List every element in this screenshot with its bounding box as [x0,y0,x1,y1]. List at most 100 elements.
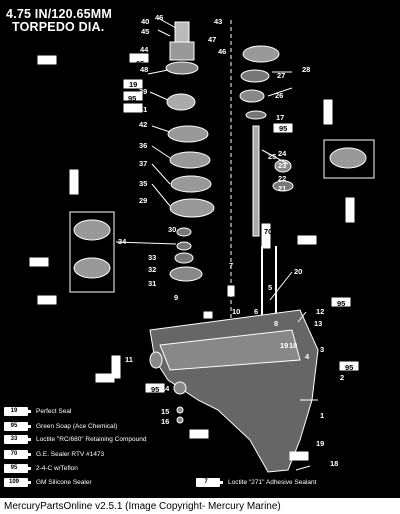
callout-label: 7 [229,261,234,270]
callout-box [69,211,115,293]
callout-label: 4 [305,352,310,361]
leader-line [115,241,177,245]
sealant-tube-icon: 109 [4,477,31,487]
plate-part [170,175,212,193]
callout-label: 10 [232,307,241,316]
sealant-tube-icon: 33 [4,434,31,444]
sealant-tube-icon [297,235,317,245]
sealant-tube-icon [123,91,143,101]
callout-label: 16 [161,417,170,426]
callout-label: 26 [275,91,284,100]
callout-label: 95 [337,299,346,308]
callout-label: 44 [140,45,149,54]
callout-label: 42 [139,120,148,129]
callout-label: 46 [155,13,164,22]
callout-label: 46 [218,47,227,56]
leader-line [151,125,171,133]
sealant-tube-icon: 7 [196,477,223,487]
callout-label: 17 [276,113,285,122]
pump-cover-part [174,21,190,43]
plug-part [173,381,187,395]
callout-label: 11 [125,355,133,364]
plate-part [169,151,211,169]
callout-label: 3 [320,345,325,354]
callout-label: 2 [340,373,345,382]
legend-item: 95 Green Soap (Ace Chemical) [4,421,117,431]
callout-label: 43 [214,17,223,26]
parts-diagram: 4.75 IN/120.65MM TORPEDO DIA. 46 40 45 4… [0,0,400,498]
exploded-view-drawing [29,17,375,473]
legend-item: 70 G.E. Sealer RTV #1473 [4,449,104,459]
callout-label: 15 [161,407,170,416]
callout-label: 33 [148,253,157,262]
legend-item: 19 Perfect Seal [4,406,71,416]
legend-label: 2-4-C w/Teflon [36,464,78,472]
seal-part [174,252,194,264]
legend-label: G.E. Sealer RTV #1473 [36,450,105,458]
callout-label: 1 [320,411,325,420]
callout-label: 45 [141,27,150,36]
bearing-part [73,257,111,279]
leader-line [151,183,171,207]
sealant-tube-icon [37,295,57,305]
callout-box [323,139,375,179]
diagram-title: 4.75 IN/120.65MM [6,7,113,21]
impeller-part [166,93,196,111]
callout-label: 6 [254,307,259,316]
seal-part [176,227,192,237]
legend-label: Green Soap (Ace Chemical) [36,422,118,430]
callout-label: 23 [278,161,287,170]
sealant-tube-icon [123,103,143,113]
callout-label: 19 [280,341,289,350]
sealant-tube-icon [29,257,49,267]
callout-label: 28 [302,65,311,74]
callout-label: 19 [316,439,325,448]
gasket-part [169,266,203,282]
sealant-tube-icon [69,169,79,195]
callout-label: 95 [136,59,145,68]
callout-label: 40 [141,17,150,26]
leader-line [151,145,171,159]
washer-part [176,406,184,414]
bolt-part [227,285,235,297]
callout-label: 29 [139,196,148,205]
callout-label: 37 [139,159,148,168]
ring-part [245,110,267,120]
leader-line [149,91,169,101]
leader-line [151,163,171,185]
seal-part [176,241,192,251]
legend-item: 33 Loctite "RC/680" Retaining Compound [4,434,146,444]
sealant-tube-icon [261,223,271,249]
leader-line [147,69,169,75]
legend-item: 7 Loctite "271" Adhesive Sealant [196,477,316,487]
legend-label: Perfect Seal [36,407,72,415]
leader-line [157,29,171,37]
legend-label: Loctite "271" Adhesive Sealant [228,478,317,486]
sealant-tube-icon [345,197,355,223]
sealant-tube-icon: 95 [4,463,31,473]
sealant-tube-icon [37,55,57,65]
callout-label: 36 [139,141,148,150]
bearing-part [272,180,294,192]
plate-part [167,125,209,143]
callout-label: 18 [289,341,298,350]
image-credit: MercuryPartsOnline v2.5.1 (Image Copyrig… [4,501,281,512]
callout-label: 95 [279,124,288,133]
sealant-tube-icon [189,429,209,439]
leader-line [297,311,307,323]
callout-label: 47 [208,35,217,44]
washer-part [176,416,184,424]
sealant-tube-icon [95,373,115,383]
callout-label: 48 [140,65,149,74]
anti-cavitation-plate-part [159,329,301,371]
callout-label: 21 [278,184,287,193]
callout-label: 18 [330,459,339,468]
sealant-tube-icon [331,297,351,307]
callout-label: 14 [161,384,170,393]
callout-label: 30 [168,225,177,234]
plate-part [169,198,215,218]
callout-label: 5 [268,283,273,292]
legend-item: 109 GM Silicone Sealer [4,477,92,487]
bolt-part [203,311,213,319]
